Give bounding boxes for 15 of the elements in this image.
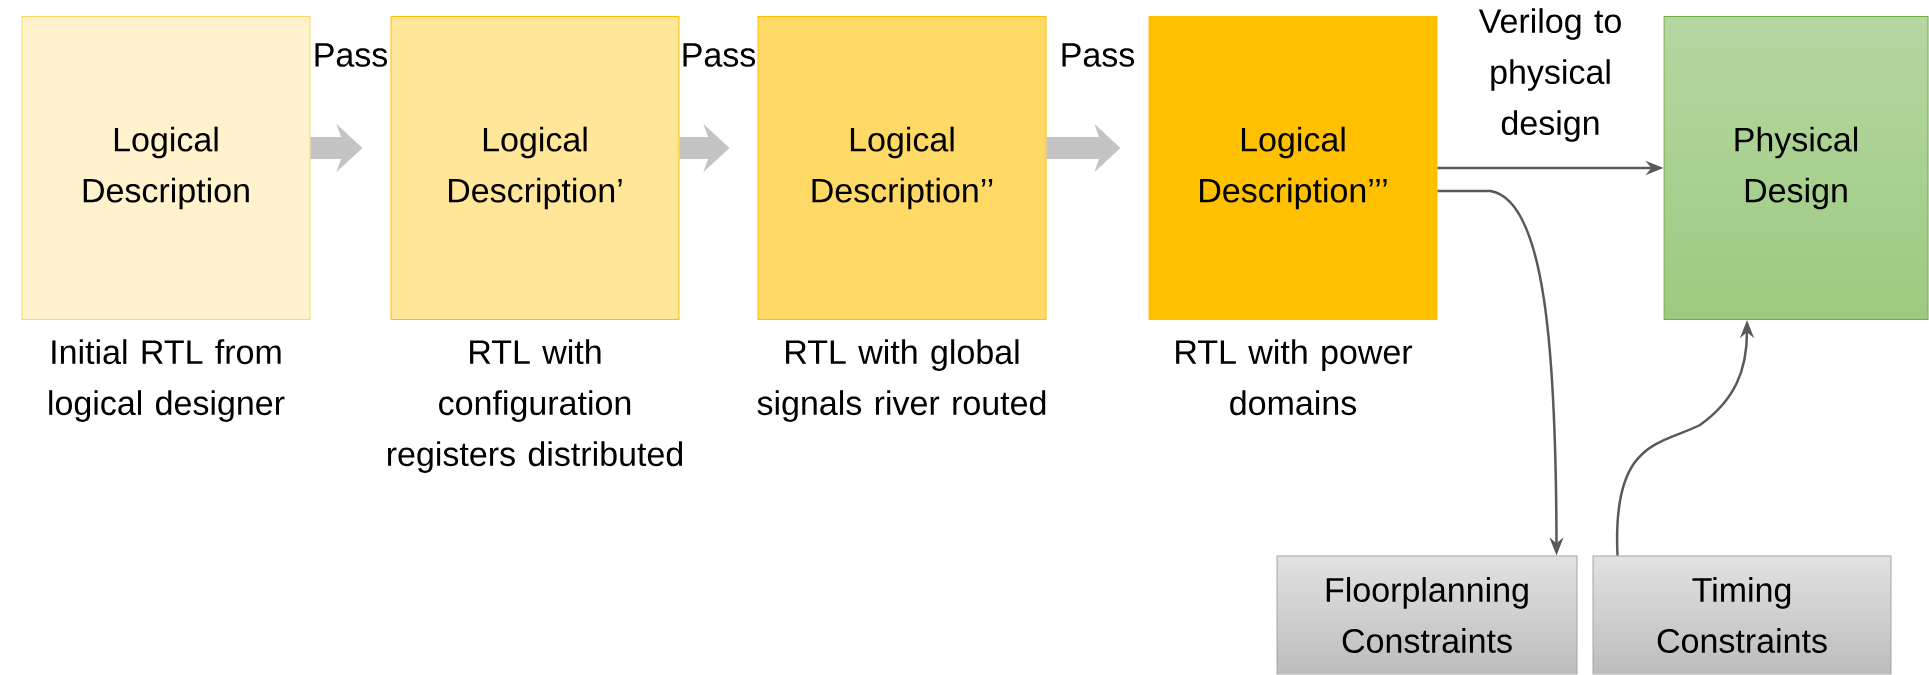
- process-box: Logical Description’’’: [1148, 16, 1438, 320]
- constraint-box: Floorplanning Constraints: [1276, 555, 1578, 675]
- caption-text: Initial RTL from logical designer: [49, 339, 285, 422]
- process-box: Logical Description’: [390, 16, 680, 320]
- caption-text: RTL with configuration registers distributed: [388, 339, 683, 473]
- process-box: Physical Design: [1663, 16, 1929, 320]
- constraint-box: Timing Constraints: [1592, 555, 1892, 675]
- process-box: Logical Description: [21, 16, 311, 320]
- caption-text: RTL with global signals river routed: [757, 339, 1046, 422]
- edge-label: Pass: [683, 43, 756, 67]
- edge-label: Verilog to physical design: [1478, 8, 1621, 142]
- caption-text: RTL with power domains: [1176, 339, 1413, 416]
- edge-label: Pass: [1062, 43, 1135, 67]
- process-box: Logical Description’’: [757, 16, 1047, 320]
- edge-label: Pass: [315, 43, 388, 67]
